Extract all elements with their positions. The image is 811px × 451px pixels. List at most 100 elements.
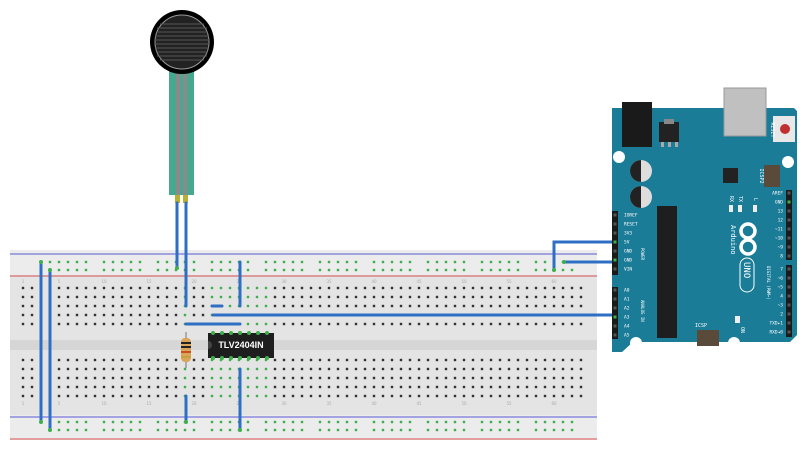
breadboard-hole[interactable]: [246, 358, 250, 362]
breadboard-hole[interactable]: [381, 322, 385, 326]
breadboard-hole[interactable]: [489, 322, 493, 326]
breadboard-hole[interactable]: [138, 376, 142, 380]
breadboard-hole[interactable]: [363, 286, 367, 290]
breadboard-hole[interactable]: [138, 367, 142, 371]
breadboard-hole[interactable]: [300, 304, 304, 308]
breadboard-hole[interactable]: [219, 394, 223, 398]
rail-hole[interactable]: [318, 428, 322, 432]
breadboard-hole[interactable]: [507, 295, 511, 299]
rail-hole[interactable]: [435, 260, 439, 264]
breadboard-hole[interactable]: [570, 358, 574, 362]
breadboard-hole[interactable]: [354, 394, 358, 398]
breadboard-hole[interactable]: [525, 322, 529, 326]
breadboard-hole[interactable]: [354, 385, 358, 389]
breadboard-hole[interactable]: [462, 367, 466, 371]
breadboard-hole[interactable]: [390, 286, 394, 290]
breadboard-hole[interactable]: [165, 376, 169, 380]
breadboard-hole[interactable]: [192, 286, 196, 290]
breadboard-hole[interactable]: [462, 394, 466, 398]
breadboard-hole[interactable]: [291, 322, 295, 326]
breadboard-hole[interactable]: [525, 367, 529, 371]
breadboard-hole[interactable]: [66, 385, 70, 389]
breadboard-hole[interactable]: [75, 304, 79, 308]
rail-hole[interactable]: [291, 428, 295, 432]
breadboard-hole[interactable]: [246, 385, 250, 389]
breadboard-hole[interactable]: [471, 385, 475, 389]
breadboard-hole[interactable]: [489, 376, 493, 380]
breadboard-hole[interactable]: [201, 376, 205, 380]
breadboard-hole[interactable]: [300, 358, 304, 362]
breadboard-hole[interactable]: [156, 322, 160, 326]
breadboard-hole[interactable]: [165, 322, 169, 326]
breadboard-hole[interactable]: [489, 304, 493, 308]
rail-hole[interactable]: [507, 428, 511, 432]
breadboard-hole[interactable]: [516, 322, 520, 326]
breadboard-hole[interactable]: [246, 322, 250, 326]
breadboard-hole[interactable]: [453, 376, 457, 380]
breadboard-hole[interactable]: [399, 295, 403, 299]
rail-hole[interactable]: [165, 268, 169, 272]
rail-hole[interactable]: [66, 268, 70, 272]
breadboard-hole[interactable]: [507, 322, 511, 326]
breadboard-hole[interactable]: [300, 367, 304, 371]
breadboard-hole[interactable]: [111, 286, 115, 290]
breadboard-hole[interactable]: [111, 376, 115, 380]
breadboard-hole[interactable]: [138, 358, 142, 362]
breadboard-hole[interactable]: [534, 367, 538, 371]
rail-hole[interactable]: [507, 420, 511, 424]
breadboard-hole[interactable]: [183, 313, 187, 317]
breadboard-hole[interactable]: [381, 367, 385, 371]
rail-hole[interactable]: [444, 420, 448, 424]
breadboard-hole[interactable]: [30, 358, 34, 362]
breadboard-hole[interactable]: [507, 385, 511, 389]
breadboard-hole[interactable]: [120, 385, 124, 389]
rail-hole[interactable]: [543, 260, 547, 264]
rail-hole[interactable]: [516, 428, 520, 432]
breadboard-hole[interactable]: [300, 394, 304, 398]
breadboard-hole[interactable]: [111, 394, 115, 398]
header-pin[interactable]: [787, 321, 791, 325]
breadboard-hole[interactable]: [84, 394, 88, 398]
breadboard-hole[interactable]: [246, 304, 250, 308]
rail-hole[interactable]: [210, 420, 214, 424]
breadboard-hole[interactable]: [471, 358, 475, 362]
breadboard-hole[interactable]: [138, 322, 142, 326]
breadboard-hole[interactable]: [534, 376, 538, 380]
breadboard-hole[interactable]: [57, 367, 61, 371]
breadboard-hole[interactable]: [291, 286, 295, 290]
breadboard-hole[interactable]: [489, 367, 493, 371]
rail-hole[interactable]: [390, 428, 394, 432]
breadboard-hole[interactable]: [399, 286, 403, 290]
breadboard-hole[interactable]: [66, 394, 70, 398]
breadboard-hole[interactable]: [309, 376, 313, 380]
rail-hole[interactable]: [192, 260, 196, 264]
breadboard-hole[interactable]: [579, 286, 583, 290]
breadboard-hole[interactable]: [498, 385, 502, 389]
breadboard-hole[interactable]: [273, 286, 277, 290]
breadboard-hole[interactable]: [462, 385, 466, 389]
rail-hole[interactable]: [462, 420, 466, 424]
rail-hole[interactable]: [138, 420, 142, 424]
breadboard-hole[interactable]: [21, 286, 25, 290]
rail-hole[interactable]: [435, 268, 439, 272]
breadboard-hole[interactable]: [489, 385, 493, 389]
breadboard-hole[interactable]: [426, 367, 430, 371]
rail-hole[interactable]: [381, 268, 385, 272]
rail-hole[interactable]: [390, 268, 394, 272]
breadboard-hole[interactable]: [282, 376, 286, 380]
breadboard-hole[interactable]: [435, 286, 439, 290]
breadboard-hole[interactable]: [426, 385, 430, 389]
header-pin[interactable]: [787, 209, 791, 213]
header-pin[interactable]: [613, 267, 617, 271]
rail-hole[interactable]: [273, 428, 277, 432]
breadboard-hole[interactable]: [129, 385, 133, 389]
header-pin[interactable]: [613, 288, 617, 292]
breadboard-hole[interactable]: [282, 367, 286, 371]
breadboard-hole[interactable]: [282, 304, 286, 308]
breadboard-hole[interactable]: [264, 394, 268, 398]
rail-hole[interactable]: [489, 420, 493, 424]
breadboard-hole[interactable]: [57, 376, 61, 380]
rail-hole[interactable]: [246, 420, 250, 424]
breadboard-hole[interactable]: [345, 322, 349, 326]
breadboard-hole[interactable]: [318, 358, 322, 362]
